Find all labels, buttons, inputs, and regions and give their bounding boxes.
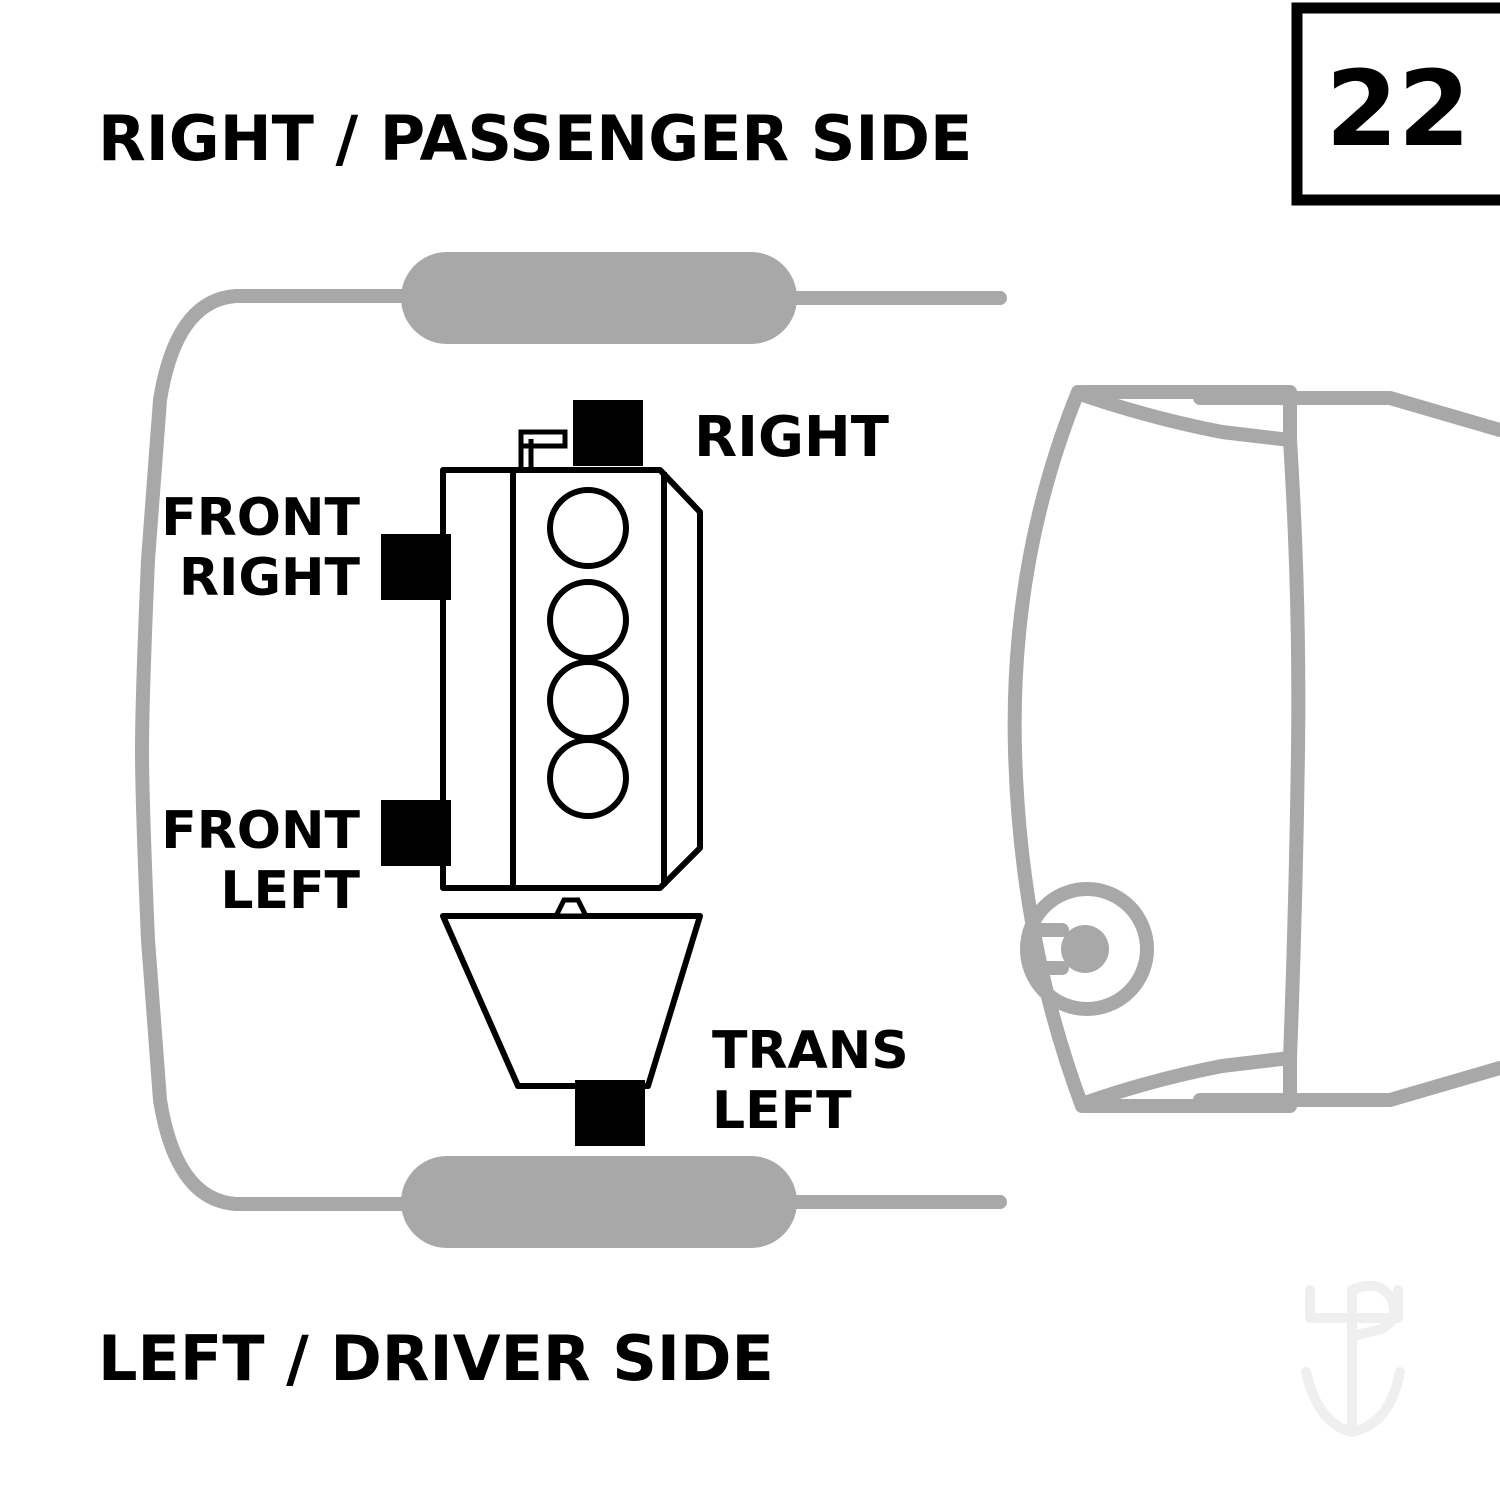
vehicle-outline: [135, 289, 415, 1211]
rear-axle-bar: [401, 1156, 1007, 1248]
label-top-side: RIGHT / PASSENGER SIDE: [98, 102, 972, 175]
page-number-box: [1291, 2, 1500, 206]
transmission-housing: [440, 897, 703, 1089]
label-mount-trans-left-line1: TRANS: [712, 1021, 909, 1081]
label-mount-front-right-line1: FRONT: [161, 488, 360, 548]
label-mount-right: RIGHT: [694, 405, 889, 470]
page-number-text: 22: [1326, 48, 1471, 170]
label-bottom-side: LEFT / DRIVER SIDE: [98, 1322, 774, 1395]
mount-marker-trans-left: [575, 1080, 645, 1146]
mount-marker-right: [573, 400, 643, 466]
anchor-logo-watermark: [1301, 1280, 1405, 1437]
label-mount-trans-left-line2: LEFT: [712, 1081, 852, 1141]
engine-block: [440, 429, 703, 891]
mount-marker-front-left: [381, 800, 451, 866]
front-axle-bar: [401, 252, 1007, 344]
label-mount-front-left-line2: LEFT: [220, 861, 360, 921]
label-mount-front-right-line2: RIGHT: [179, 548, 361, 608]
vehicle-body-right-panels: [1007, 385, 1500, 1113]
mount-marker-front-right: [381, 534, 451, 600]
label-mount-front-left-line1: FRONT: [161, 801, 360, 861]
